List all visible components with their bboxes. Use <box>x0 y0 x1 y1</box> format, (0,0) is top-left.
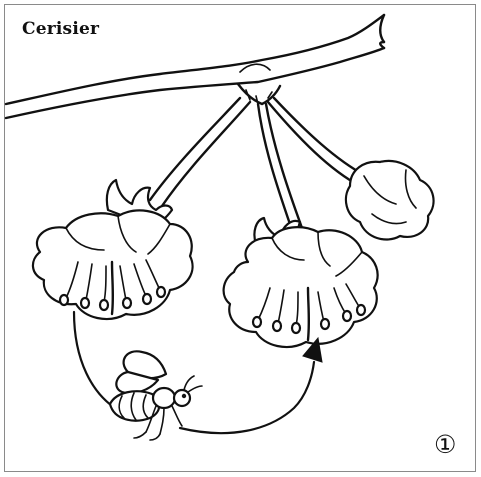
step-number-badge: ① <box>434 432 456 457</box>
open-flower-right <box>224 218 378 347</box>
open-flower-left <box>33 180 193 319</box>
flower-bud <box>346 161 434 240</box>
flower-stems <box>150 98 366 230</box>
figure-title: Cerisier <box>22 19 99 39</box>
bee <box>110 351 202 440</box>
